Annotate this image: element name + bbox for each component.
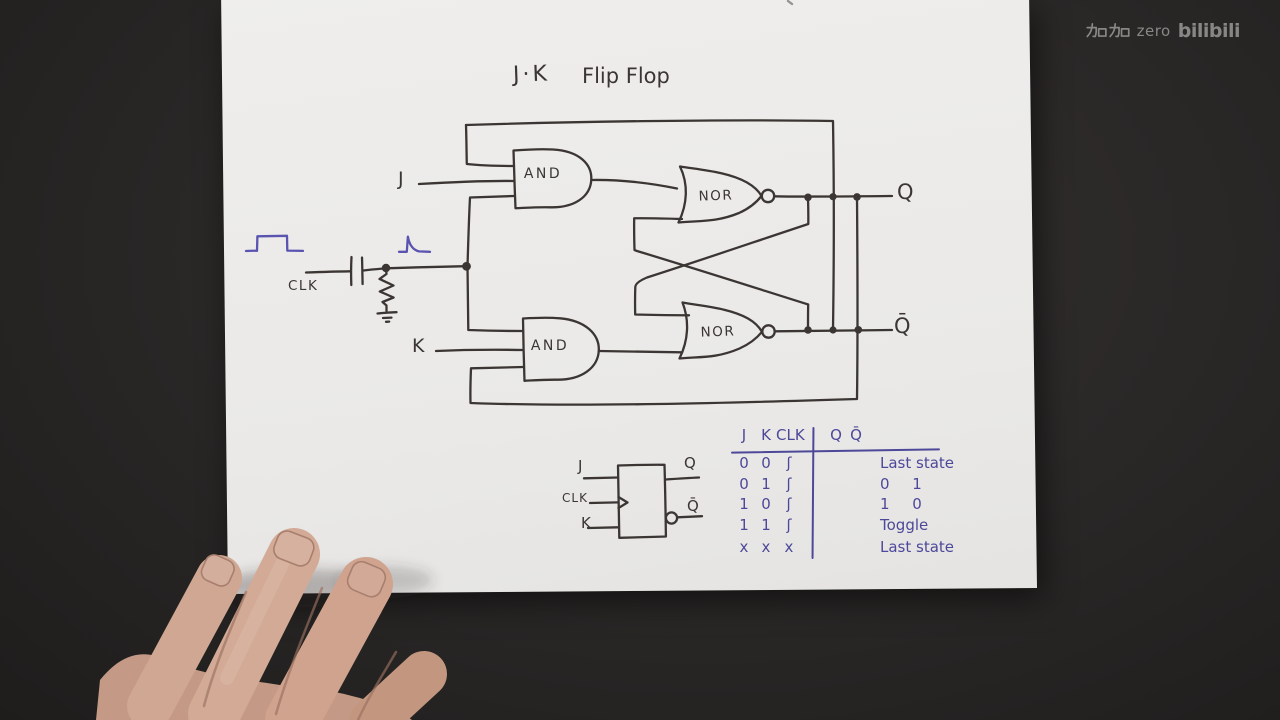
wire-k (434, 348, 525, 353)
pen-speck (786, 0, 794, 6)
clock-pulse-waveform (244, 234, 305, 253)
junction-dots (381, 193, 863, 334)
capacitor-plate-right (360, 256, 364, 286)
watermark: zero bilibili (1086, 20, 1241, 42)
fingernail-1 (200, 554, 235, 587)
ff-qbar-bubble (664, 511, 679, 525)
tt-cell: ʃ (786, 475, 792, 493)
ff-wire-q (664, 476, 701, 481)
ff-label-clk: CLK (562, 491, 588, 505)
tt-cell: 1 (880, 495, 890, 513)
tt-cell: 0 (739, 454, 749, 472)
ff-label-q: Q (684, 454, 696, 472)
wire-rail-to-and (464, 123, 516, 168)
tt-cell: 1 (739, 516, 749, 534)
bilibili-logo: bilibili (1177, 20, 1241, 42)
input-label-j: J (398, 168, 404, 190)
nor-gate-bottom (678, 301, 764, 360)
wire-and-nor-top (590, 178, 679, 190)
nor-bottom-bubble (761, 324, 776, 339)
finger-3 (265, 557, 393, 720)
tt-cell: 0 (880, 475, 890, 493)
tt-cell: 1 (912, 475, 922, 493)
ff-wire-clk (588, 501, 620, 505)
tt-cell: Last state (880, 454, 955, 472)
finger-crease-3 (356, 650, 398, 720)
ff-clock-triangle (617, 495, 629, 510)
tt-cell: x (739, 538, 749, 556)
ff-label-k: K (581, 514, 591, 532)
tt-cell: x (761, 538, 771, 556)
truth-table: J K CLK Q Q̄ 0 0 ʃ Last state 0 1 ʃ 0 1 … (725, 424, 975, 569)
fingernail-3 (346, 560, 387, 598)
ground-symbol (376, 311, 398, 323)
wire-qbar (773, 328, 894, 333)
wire-q (773, 194, 894, 198)
wire-j (417, 179, 516, 186)
ff-wire-j (582, 476, 620, 480)
finger-crease-1 (202, 590, 248, 708)
finger-2 (188, 528, 320, 720)
tt-header-j: J (741, 426, 747, 444)
fingernail-2 (273, 530, 315, 567)
finger-highlight (220, 555, 290, 685)
tt-cell: 0 (761, 495, 771, 513)
tt-cell: ʃ (786, 495, 792, 513)
output-label-qbar: Q̄ (894, 314, 911, 338)
gate-label-and-bottom: AND (530, 338, 570, 354)
wire-cross-q (633, 197, 810, 317)
ff-wire-k (586, 526, 620, 530)
wire-and-nor-bottom (597, 349, 683, 354)
finger-crease-2 (274, 586, 324, 716)
tt-cell: 0 (761, 454, 771, 472)
tt-cell: 1 (739, 495, 749, 513)
and-gate-top (512, 148, 593, 210)
tt-cell: Toggle (880, 516, 929, 534)
ff-symbol-box (616, 463, 668, 539)
page-title-flipflop: Flip Flop (582, 64, 670, 88)
tt-cell: 1 (761, 516, 771, 534)
gate-label-and-top: AND (523, 166, 563, 182)
tt-header-underline (730, 448, 941, 454)
gate-label-nor-top: NOR (698, 187, 734, 205)
ff-label-qbar: Q̄ (687, 497, 699, 515)
tt-header-k: K (761, 426, 771, 444)
tt-header-q: Q (830, 426, 842, 444)
tt-cell: ʃ (786, 516, 792, 534)
ff-label-j: J (578, 457, 583, 475)
tt-header-clk: CLK (776, 426, 805, 444)
tt-cell: x (784, 538, 794, 556)
tt-cell: 0 (912, 495, 922, 513)
nor-top-bubble (760, 188, 776, 204)
wire-top-feedback (464, 119, 835, 332)
page-title-jk: J·K (512, 61, 551, 88)
ff-wire-qbar (676, 515, 704, 519)
tt-cell: Last state (880, 538, 955, 556)
tt-divider-line (811, 426, 815, 560)
output-label-q: Q (897, 180, 914, 204)
finger-1 (127, 555, 242, 720)
finger-4 (349, 651, 447, 720)
wire-clk-left (304, 270, 352, 274)
tt-header-qbar: Q̄ (850, 426, 862, 444)
resistor (378, 267, 395, 313)
wire-clk-right (362, 265, 468, 272)
cjk-jiajia-glyphs (1086, 22, 1130, 38)
tt-cell: 0 (739, 475, 749, 493)
spike-waveform (397, 235, 432, 253)
and-gate-bottom (521, 316, 600, 382)
input-label-k: K (412, 335, 425, 357)
wire-bottom-feedback (469, 195, 859, 406)
tt-cell: 1 (761, 475, 771, 493)
wire-cross-qbar (632, 217, 810, 331)
tt-cell: ʃ (786, 454, 792, 472)
watermark-zero-text: zero (1136, 22, 1171, 40)
wire-clk-branch (466, 194, 525, 333)
input-label-clk: CLK (288, 278, 319, 294)
hand (96, 528, 447, 720)
gate-label-nor-bottom: NOR (700, 323, 736, 341)
